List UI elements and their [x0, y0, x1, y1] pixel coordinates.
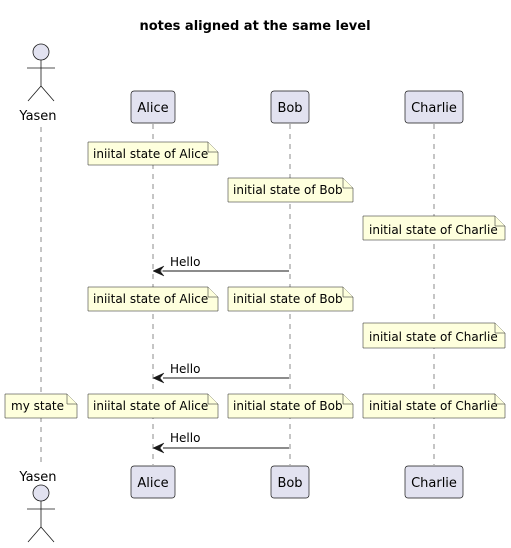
note-bob-3: initial state of Bob	[227, 393, 354, 419]
svg-text:iniital state of Alice: iniital state of Alice	[93, 147, 208, 161]
svg-text:initial state of Bob: initial state of Bob	[233, 399, 343, 413]
note-charlie-1: initial state of Charlie	[362, 215, 506, 241]
note-alice-2: iniital state of Alice	[87, 286, 219, 312]
participant-alice-bottom[interactable]: Alice	[130, 465, 176, 499]
svg-text:initial state of Charlie: initial state of Charlie	[369, 399, 498, 413]
svg-text:Hello: Hello	[170, 362, 200, 376]
svg-text:initial state of Bob: initial state of Bob	[233, 292, 343, 306]
svg-text:Hello: Hello	[170, 255, 200, 269]
participant-label: Bob	[277, 476, 302, 491]
message-bob-to-alice-2: Hello	[152, 362, 289, 384]
actor-yasen-bottom[interactable]: Yasen	[18, 470, 57, 543]
participant-charlie-bottom[interactable]: Charlie	[404, 465, 464, 499]
svg-text:Hello: Hello	[170, 431, 200, 445]
note-charlie-2: initial state of Charlie	[362, 322, 506, 349]
actor-figure-icon	[27, 484, 55, 543]
note-alice-3: iniital state of Alice	[87, 393, 219, 419]
participant-label: Bob	[277, 101, 302, 116]
participant-label: Charlie	[411, 101, 457, 116]
note-bob-2: initial state of Bob	[227, 286, 354, 312]
participant-label: Alice	[137, 476, 168, 491]
participant-label: Alice	[137, 101, 168, 116]
note-bob-1: initial state of Bob	[227, 177, 354, 203]
note-yasen-3: my state	[4, 393, 78, 419]
actor-figure-icon	[27, 43, 55, 102]
actor-label: Yasen	[18, 109, 56, 124]
svg-text:initial state of Bob: initial state of Bob	[233, 183, 343, 197]
svg-text:iniital state of Alice: iniital state of Alice	[93, 292, 208, 306]
svg-text:my state: my state	[11, 399, 64, 413]
participant-bob-top[interactable]: Bob	[270, 90, 310, 124]
participant-alice-top[interactable]: Alice	[130, 90, 176, 124]
svg-text:iniital state of Alice: iniital state of Alice	[93, 399, 208, 413]
svg-text:initial state of Charlie: initial state of Charlie	[369, 330, 498, 344]
actor-label: Yasen	[18, 470, 56, 485]
participant-charlie-top[interactable]: Charlie	[404, 90, 464, 124]
svg-text:initial state of Charlie: initial state of Charlie	[369, 223, 498, 237]
note-charlie-3: initial state of Charlie	[362, 393, 506, 419]
diagram-title: notes aligned at the same level	[139, 19, 370, 34]
note-alice-1: iniital state of Alice	[87, 141, 219, 166]
message-bob-to-alice-1: Hello	[152, 255, 289, 277]
participant-bob-bottom[interactable]: Bob	[270, 465, 310, 499]
actor-yasen-top[interactable]: Yasen	[18, 43, 57, 124]
message-bob-to-alice-3: Hello	[152, 431, 289, 454]
participant-label: Charlie	[411, 476, 457, 491]
